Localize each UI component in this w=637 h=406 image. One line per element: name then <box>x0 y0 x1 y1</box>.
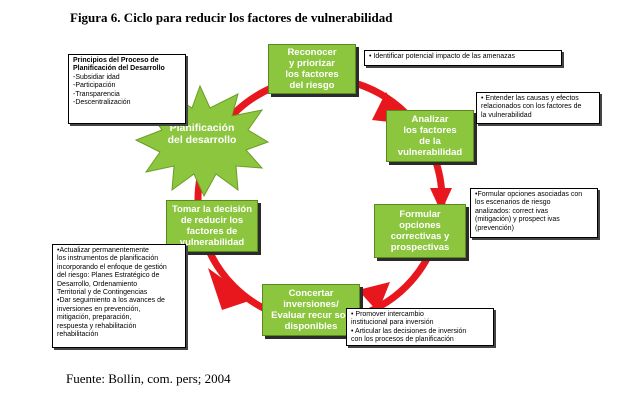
note-line: •Actualizar permanentemente <box>57 247 149 254</box>
principles-box: Principios del Proceso de Planificación … <box>68 54 186 124</box>
note-line: inversiones en prevención, <box>57 305 141 313</box>
note-line: respuesta y rehabilitación <box>57 322 137 330</box>
step-reconocer-note: • Identificar potencial impacto de las a… <box>364 50 562 66</box>
note-line: mitigación, preparación, <box>57 314 132 322</box>
figure-title: Figura 6. Ciclo para reducir los factore… <box>70 10 393 25</box>
figure-source: Fuente: Bollin, com. pers; 2004 <box>66 371 231 386</box>
step-formular-note: •Formular opciones asociadas con los esc… <box>470 188 598 238</box>
step-line: prospectivas <box>390 242 450 253</box>
note-line: relacionados con los factores de <box>481 103 582 111</box>
step-line: inversiones/ <box>283 299 339 310</box>
step-tomar-note: •Actualizar permanentemente los instrume… <box>52 244 186 348</box>
step-line: Reconocer <box>287 47 337 58</box>
note-line: • Entender las causas y efectos <box>481 95 579 102</box>
step-line: vulnerabilidad <box>397 147 463 158</box>
note-line: incorporando el enfoque de gestión <box>57 263 167 271</box>
arrowhead-to-tomar <box>208 268 252 310</box>
note-line: los escenarios de riesgo <box>475 199 551 207</box>
step-line: Formular <box>399 209 441 220</box>
note-line: la vulnerabilidad <box>481 111 532 119</box>
note-line: Desarrollo, Ordenamiento <box>57 280 138 288</box>
note-line: (mitigación) y prospect ivas <box>475 216 560 224</box>
note-line: rehabilitación <box>57 331 99 339</box>
step-tomar-box: Tomar la decisión de reducir los factore… <box>166 200 258 252</box>
note-line: institucional para inversión <box>351 319 434 327</box>
step-line: y priorizar <box>289 58 335 69</box>
step-formular-box: Formular opciones correctivas y prospect… <box>374 204 466 258</box>
step-line: de reducir los <box>180 215 244 226</box>
note-line: con los procesos de planificación <box>351 336 454 344</box>
principles-item: -Subsidiar idad <box>73 73 120 81</box>
step-reconocer-box: Reconocer y priorizar los factores del r… <box>268 44 356 94</box>
step-line: disponibles <box>284 321 338 332</box>
arrowhead-to-formular <box>430 188 452 212</box>
note-line: • Articular las decisiones de inversión <box>351 327 467 335</box>
step-concertar-note: • Promover intercambio institucional par… <box>346 308 494 346</box>
note-line: los instrumentos de planificación <box>57 255 159 263</box>
center-line-1: Planificación <box>169 122 235 134</box>
center-label: Planificación del desarrollo <box>156 122 248 146</box>
note-line: • Promover intercambio <box>351 311 424 318</box>
step-analizar-box: Analizar los factores de la vulnerabilid… <box>386 110 474 162</box>
principles-heading-1: Principios del Proceso de <box>73 57 159 64</box>
step-line: los factores <box>403 125 457 136</box>
step-concertar-box: Concertar inversiones/ Evaluar recur sos… <box>262 284 360 336</box>
step-line: Analizar <box>411 114 449 125</box>
principles-item: -Participación <box>73 82 116 90</box>
principles-item: -Transparencia <box>73 90 120 98</box>
step-line: Concertar <box>288 288 334 299</box>
note-line: (prevención) <box>475 224 514 232</box>
center-line-2: del desarrollo <box>167 134 237 146</box>
note-line: Territorial y de Contingencias <box>57 289 148 297</box>
step-line: Tomar la decisión <box>171 204 253 215</box>
step-line: del riesgo <box>289 80 335 91</box>
step-line: de la <box>419 136 441 147</box>
note-line: analizados: correct ivas <box>475 207 549 215</box>
step-line: Evaluar recur sos <box>271 310 351 321</box>
step-line: los factores <box>285 69 339 80</box>
step-line: correctivas y <box>390 231 450 242</box>
principles-heading-2: Planificación del Desarrollo <box>73 65 165 73</box>
principles-item: -Descentralización <box>73 99 131 107</box>
note-line: del riesgo: Planes Estratégico de <box>57 272 160 280</box>
note-line: • Identificar potencial impacto de las a… <box>369 53 516 60</box>
step-line: vulnerabilidad <box>179 237 245 248</box>
step-analizar-note: • Entender las causas y efectos relacion… <box>476 92 600 124</box>
note-line: •Dar seguimiento a los avances de <box>57 297 165 305</box>
step-line: opciones <box>399 220 441 231</box>
note-line: •Formular opciones asociadas con <box>475 191 583 198</box>
step-line: factores de <box>186 226 238 237</box>
arrowhead-to-concertar <box>358 282 390 312</box>
